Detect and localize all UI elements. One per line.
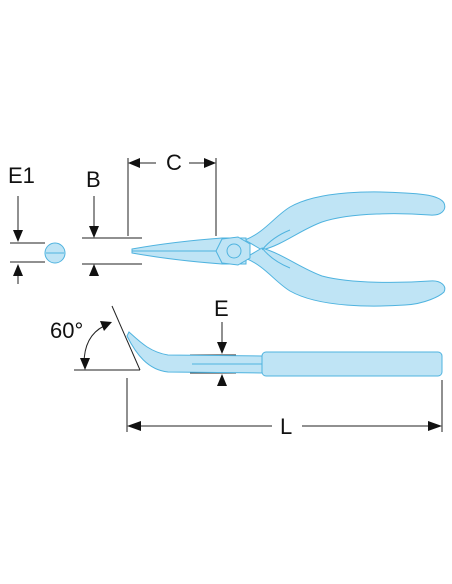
label-c: C (166, 150, 182, 175)
label-angle: 60° (50, 318, 83, 343)
label-b: B (86, 167, 101, 192)
arrow-e-bottom (217, 374, 227, 386)
dimension-c: C (127, 150, 217, 236)
pliers-side-view (126, 331, 443, 377)
label-e1: E1 (8, 163, 35, 188)
arrow-e-top (217, 342, 227, 354)
arrow-e1-bottom (13, 264, 23, 276)
upper-handle (243, 191, 446, 251)
arrow-e1-top (13, 230, 23, 242)
bent-jaw (126, 331, 263, 374)
dimension-angle: 60° (50, 305, 141, 371)
side-handle (261, 351, 443, 377)
label-e: E (214, 296, 229, 321)
pliers-top-view (131, 191, 446, 307)
dimension-e1: E1 (8, 163, 66, 284)
dimension-b: B (82, 167, 142, 276)
lower-handle (243, 247, 446, 307)
arrow-angle-bottom (80, 358, 90, 370)
arrow-c-right (204, 158, 216, 168)
arrow-angle-top (100, 321, 112, 331)
arrow-l-left (127, 421, 141, 431)
arrow-c-left (128, 158, 140, 168)
pivot-hexagon (215, 236, 251, 266)
arrow-b-bottom (89, 264, 99, 276)
dimension-l: L (126, 378, 443, 439)
arrow-b-top (89, 226, 99, 238)
arrow-l-right (428, 421, 442, 431)
label-l: L (280, 414, 292, 439)
